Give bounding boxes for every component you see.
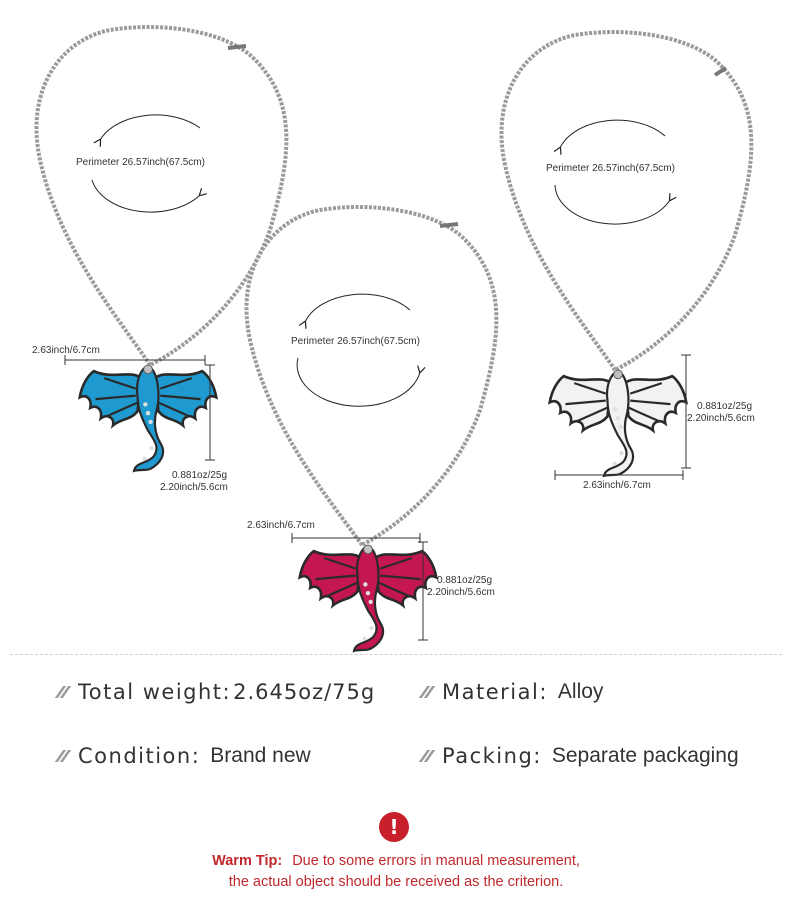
perimeter-label-blue: Perimeter 26.57inch(67.5cm) (76, 157, 205, 168)
spec-material-value: Alloy (557, 680, 604, 703)
necklace-white (499, 30, 754, 480)
spec-material: Material: Alloy (418, 680, 604, 704)
spec-packing-label: Packing: (442, 744, 542, 768)
necklace-red (244, 205, 499, 653)
perimeter-label-red: Perimeter 26.57inch(67.5cm) (291, 336, 420, 347)
weight-label-blue: 0.881oz/25g (172, 470, 228, 481)
spec-condition-label: Condition: (78, 744, 201, 768)
perimeter-label-white: Perimeter 26.57inch(67.5cm) (546, 163, 675, 174)
spec-material-label: Material: (442, 680, 548, 704)
width-label-blue: 2.63inch/6.7cm (32, 345, 100, 356)
width-label-red: 2.63inch/6.7cm (247, 520, 315, 531)
bullet-slash-icon (54, 750, 72, 762)
exclamation-icon: ! (379, 812, 409, 842)
warm-tip-line1: Warm Tip: Due to some errors in manual me… (0, 853, 792, 869)
spec-packing: Packing: Separate packaging (418, 744, 739, 768)
bullet-slash-icon (418, 750, 436, 762)
weight-label-white: 0.881oz/25g (697, 401, 753, 412)
height-label-red: 2.20inch/5.6cm (427, 587, 495, 598)
spec-condition-value: Brand new (210, 744, 311, 767)
section-divider (10, 654, 782, 655)
spec-packing-value: Separate packaging (551, 744, 739, 767)
bullet-slash-icon (54, 686, 72, 698)
necklace-blue (34, 25, 289, 473)
spec-total-weight-value: 2.645oz/75g (233, 680, 376, 704)
height-label-white: 2.20inch/5.6cm (687, 413, 755, 424)
spec-condition: Condition: Brand new (54, 744, 311, 768)
warm-tip-label: Warm Tip: (212, 853, 283, 869)
height-label-blue: 2.20inch/5.6cm (160, 482, 228, 493)
spec-total-weight: Total weight: 2.645oz/75g (54, 680, 376, 704)
warm-tip-line2: the actual object should be received as … (228, 874, 564, 890)
weight-label-red: 0.881oz/25g (437, 575, 493, 586)
width-label-white: 2.63inch/6.7cm (583, 480, 651, 491)
warm-tip-text1: Due to some errors in manual measurement… (292, 853, 580, 869)
spec-total-weight-label: Total weight: (78, 680, 232, 704)
bullet-slash-icon (418, 686, 436, 698)
